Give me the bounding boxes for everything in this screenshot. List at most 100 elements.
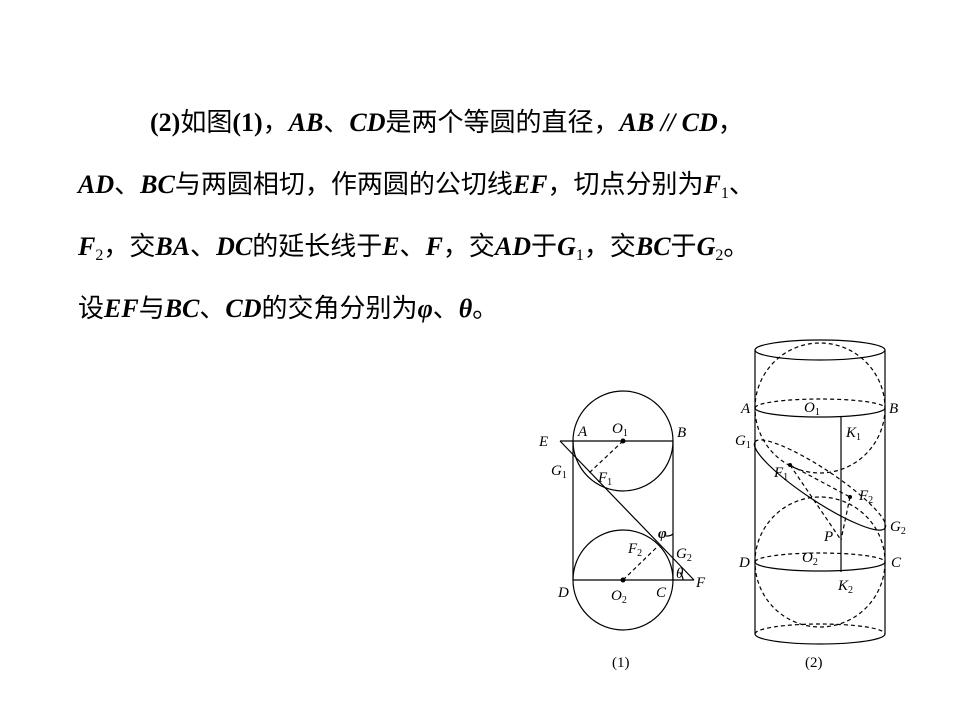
label-G1: G1 [735,433,751,451]
radius-o1-f1 [588,440,624,474]
sphere-o1 [754,342,886,474]
label-C: C [656,585,667,601]
equator-ab-back [754,398,886,409]
line-f2-p [840,496,851,541]
figure-ref: (1) [232,108,263,137]
text-segment: 、 [728,170,755,199]
label-F2: F2 [627,541,642,559]
label-P: P [823,529,833,545]
math-F1: F [703,170,721,199]
math-BC: BC [635,232,671,261]
math-phi: φ [417,294,433,323]
label-F: F [695,575,706,591]
text-segment: ，切点分别为 [547,170,704,199]
label-B: B [889,401,898,417]
cylinder-bottom-front [754,633,886,645]
text-segment: 与 [138,294,165,323]
math-AD: AD [78,170,115,199]
text-segment: ，交 [442,232,495,261]
text-segment: ，交 [103,232,156,261]
section-ellipse-front [753,441,886,531]
equator-dc-front [754,561,886,572]
text-segment: 。 [472,294,499,323]
problem-line-2: AD、BC与两圆相切，作两圆的公切线EF，切点分别为F1、 [78,154,928,216]
figure-2-caption: (2) [805,655,823,671]
label-B: B [677,425,686,441]
math-parallel: AB // CD [619,108,718,137]
text-segment: 、 [199,294,226,323]
point-f2 [848,495,852,499]
math-subscript: 2 [715,247,724,264]
math-subscript: 1 [720,185,729,202]
figure-1-labels: E A O1 B G1 F1 φ F2 G2 θ F D O2 C (1) [538,421,706,671]
text-segment: 的交角分别为 [261,294,418,323]
label-O1: O1 [804,400,820,418]
cylinder-bottom-back [754,623,886,635]
equator-ab-front [754,407,886,418]
math-G2: G [696,232,716,261]
text-segment: 与两圆相切，作两圆的公切线 [174,170,513,199]
text-segment: 、 [399,232,426,261]
label-E: E [538,434,548,450]
text-segment: ， [717,108,744,137]
label-O1: O1 [612,421,628,439]
line-f1-f2 [789,464,851,498]
label-D: D [738,555,750,571]
text-segment: 、 [114,170,141,199]
math-EF: EF [104,294,139,323]
figure-2 [753,339,887,645]
line-f1-p [789,464,842,541]
label-A: A [577,424,588,440]
equator-dc-back [754,552,886,563]
label-K2: K2 [837,578,853,596]
text-segment: 、 [190,232,217,261]
label-F2: F2 [858,488,873,506]
center-point-o1 [620,438,626,444]
text-segment: 于 [531,232,558,261]
problem-line-3: F2，交BA、DC的延长线于E、F，交AD于G1，交BC于G2。 [78,216,928,278]
label-K1: K1 [845,425,861,443]
math-CD: CD [225,294,262,323]
text-segment: 设 [78,294,105,323]
text-segment: 、 [432,294,459,323]
label-G2: G2 [890,519,906,537]
text-segment: 于 [670,232,697,261]
label-F1: F1 [597,470,612,488]
math-CD: CD [349,108,386,137]
part-number: (2) [150,108,181,137]
label-A: A [740,401,751,417]
math-theta: θ [458,294,473,323]
math-F2: F [78,232,96,261]
center-point-o2 [620,577,626,583]
math-F: F [425,232,443,261]
cylinder-top-ellipse [754,339,886,361]
label-G1: G1 [551,463,567,481]
problem-line-1: (2)如图(1)，AB、CD是两个等圆的直径，AB // CD， [78,92,928,154]
math-E: E [382,232,400,261]
label-O2: O2 [802,550,818,568]
radius-o2-f2 [622,547,657,581]
math-BA: BA [155,232,191,261]
label-C: C [891,555,902,571]
math-DC: DC [216,232,253,261]
text-segment: 。 [723,232,750,261]
math-subscript: 1 [575,247,584,264]
text-segment: ， [262,108,289,137]
angle-phi-arc [665,533,674,537]
math-AD: AD [494,232,532,261]
sphere-o2 [754,496,886,628]
label-F1: F1 [773,465,788,483]
point-f1 [788,463,792,467]
problem-line-4: 设EF与BC、CD的交角分别为φ、θ。 [78,278,928,340]
math-G1: G [557,232,576,261]
label-D: D [557,585,569,601]
figure-1-caption: (1) [612,655,630,671]
math-BC: BC [164,294,200,323]
math-BC: BC [140,170,175,199]
label-theta: θ [676,566,684,582]
text-segment: 是两个等圆的直径， [385,108,620,137]
math-EF: EF [512,170,548,199]
problem-text: (2)如图(1)，AB、CD是两个等圆的直径，AB // CD， AD、BC与两… [78,92,928,340]
tangent-line-ef [559,440,695,581]
